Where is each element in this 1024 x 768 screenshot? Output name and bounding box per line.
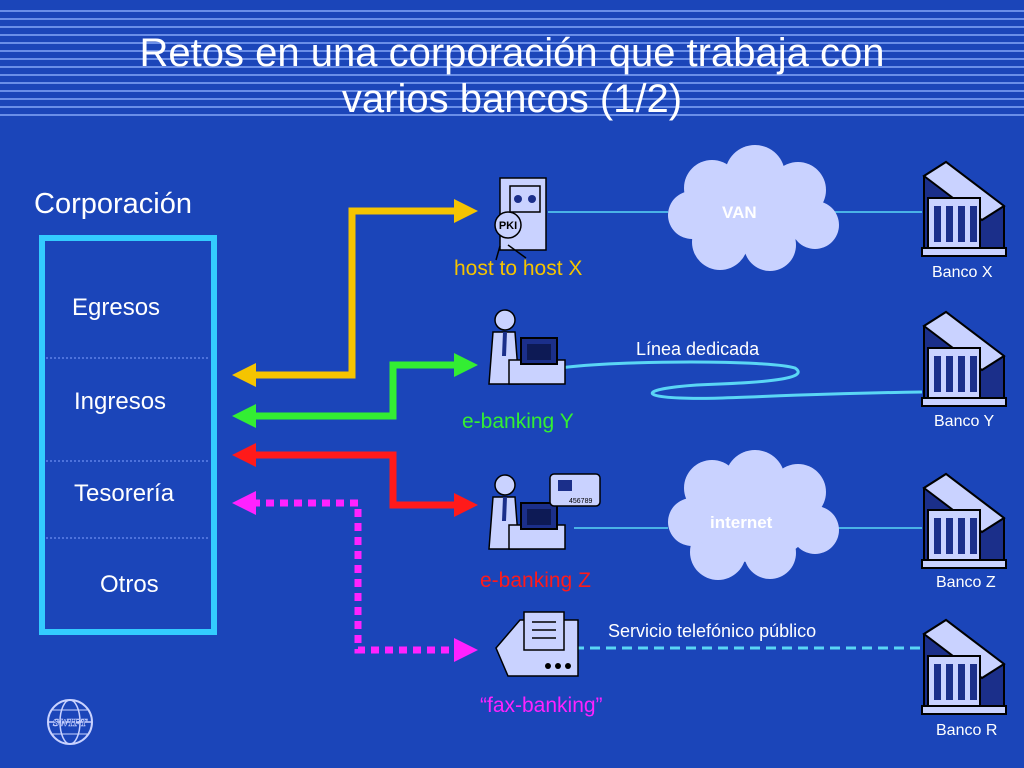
bank-r-icon [921, 619, 1007, 715]
corp-item-tesoreria: Tesorería [74, 480, 175, 507]
line-dedicated [559, 360, 923, 400]
arrow-fax-banking [232, 491, 478, 662]
corp-item-ingresos: Ingresos [74, 388, 167, 415]
channel-label-fax-banking: “fax-banking” [480, 694, 603, 717]
swift-globe-logo: SWIFT [47, 699, 93, 745]
title-stripes [0, 10, 1024, 116]
channel-label-ebanking-z: e-banking Z [480, 569, 591, 592]
internet-cloud-icon [668, 450, 839, 580]
user-computer-icon [488, 309, 566, 385]
svg-text:SWIFT: SWIFT [53, 717, 89, 729]
title-line-1: Retos en una corporación que trabaja con [139, 31, 885, 75]
pki-badge-text: PKI [499, 220, 517, 232]
channel-label-host-to-host: host to host X [454, 257, 583, 280]
network-label-phone: Servicio telefónico público [608, 621, 817, 641]
corp-item-egresos: Egresos [72, 294, 161, 321]
bank-y-icon [921, 311, 1007, 407]
pki-badge-icon: PKI [494, 211, 522, 239]
network-label-internet: internet [710, 513, 773, 532]
corp-item-otros: Otros [100, 571, 159, 598]
van-cloud-icon [668, 145, 839, 271]
arrow-host-to-host [232, 199, 478, 387]
arrow-ebanking-y [232, 353, 478, 428]
bank-z-icon [921, 473, 1007, 569]
card-number-text: 456789 [569, 498, 592, 505]
bank-label-x: Banco X [932, 264, 993, 281]
corporation-box [39, 235, 217, 635]
bank-x-icon [921, 161, 1007, 257]
bank-label-z: Banco Z [936, 574, 996, 591]
corporation-label: Corporación [34, 188, 192, 220]
channel-label-ebanking-y: e-banking Y [462, 410, 574, 433]
network-label-van: VAN [722, 203, 757, 222]
bank-label-r: Banco R [936, 722, 998, 739]
credit-card-icon: 456789 [549, 473, 601, 507]
fax-machine-icon [495, 611, 579, 677]
arrow-ebanking-z [232, 443, 478, 517]
title-line-2: varios bancos (1/2) [341, 77, 683, 121]
bank-label-y: Banco Y [934, 413, 995, 430]
page-title: Retos en una corporación que trabaja con… [0, 30, 1024, 122]
network-label-dedicated: Línea dedicada [636, 339, 760, 359]
